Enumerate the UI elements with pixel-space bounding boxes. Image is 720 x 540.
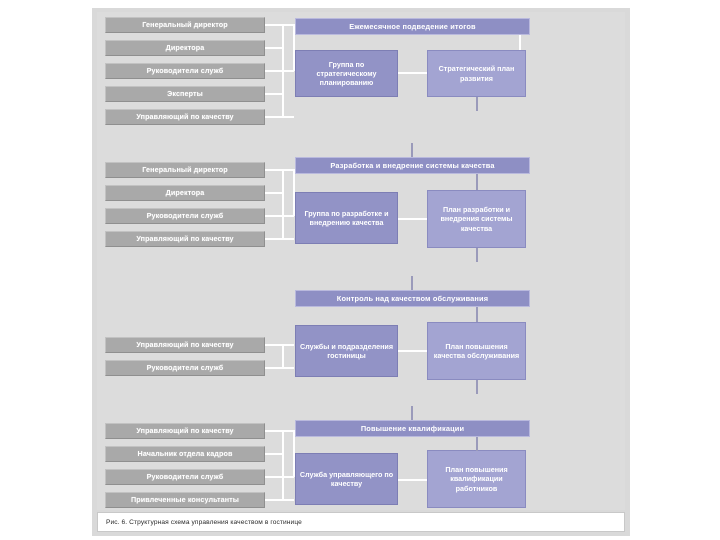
role-box: Привлеченные консультанты	[105, 492, 265, 508]
connector-line	[265, 453, 283, 455]
connector-line	[265, 367, 294, 369]
role-box: Генеральный директор	[105, 17, 265, 33]
role-box: Управляющий по качеству	[105, 423, 265, 439]
section-banner: Разработка и внедрение системы качества	[295, 157, 530, 174]
connector-riser	[476, 437, 478, 451]
connector-line	[265, 47, 283, 49]
connector-spine	[282, 24, 284, 118]
output-box: Стратегический план развития	[427, 50, 526, 97]
process-box: Группа по стратегическому планированию	[295, 50, 398, 97]
connector-line	[265, 93, 283, 95]
section-banner: Повышение квалификации	[295, 420, 530, 437]
connector-line	[265, 238, 294, 240]
section-banner: Контроль над качеством обслуживания	[295, 290, 530, 307]
section-flow-connector	[411, 406, 413, 420]
connector-line	[265, 499, 294, 501]
figure-caption: Рис. 6. Структурная схема управления кач…	[97, 512, 625, 532]
role-box: Руководители служб	[105, 469, 265, 485]
connector-spine	[282, 430, 284, 501]
connector-line	[398, 218, 427, 220]
connector-spine	[282, 344, 284, 369]
connector-line	[398, 72, 427, 74]
role-box: Руководители служб	[105, 63, 265, 79]
connector-line	[265, 476, 294, 478]
process-box: Группа по разработке и внедрению качеств…	[295, 192, 398, 244]
connector-line	[265, 192, 283, 194]
role-box: Управляющий по качеству	[105, 109, 265, 125]
output-box: План повышения качества обслуживания	[427, 322, 526, 380]
connector-riser	[476, 174, 478, 190]
output-box: План повышения квалификации работников	[427, 450, 526, 508]
role-box: Директора	[105, 40, 265, 56]
section-flow-connector	[476, 97, 478, 111]
connector-line	[265, 430, 294, 432]
role-box: Руководители служб	[105, 360, 265, 376]
section-flow-connector	[411, 276, 413, 290]
role-box: Директора	[105, 185, 265, 201]
connector-riser	[519, 35, 521, 50]
section-banner: Ежемесячное подведение итогов	[295, 18, 530, 35]
connector-line	[265, 215, 294, 217]
role-box: Управляющий по качеству	[105, 337, 265, 353]
role-box: Эксперты	[105, 86, 265, 102]
connector-spine	[293, 24, 295, 71]
connector-spine	[293, 169, 295, 216]
connector-line	[265, 169, 294, 171]
process-box: Служба управляющего по качеству	[295, 453, 398, 505]
role-box: Генеральный директор	[105, 162, 265, 178]
connector-spine	[293, 430, 295, 477]
connector-line	[398, 350, 427, 352]
section-flow-connector	[476, 380, 478, 394]
role-box: Начальник отдела кадров	[105, 446, 265, 462]
connector-line	[265, 116, 294, 118]
output-box: План разработки и внедрения системы каче…	[427, 190, 526, 248]
connector-riser	[476, 307, 478, 322]
role-box: Руководители служб	[105, 208, 265, 224]
connector-line	[265, 70, 294, 72]
process-box: Службы и подразделения гостиницы	[295, 325, 398, 377]
connector-line	[398, 479, 427, 481]
connector-spine	[282, 169, 284, 240]
connector-line	[265, 344, 294, 346]
connector-line	[265, 24, 294, 26]
section-flow-connector	[476, 248, 478, 262]
role-box: Управляющий по качеству	[105, 231, 265, 247]
section-flow-connector	[411, 143, 413, 157]
